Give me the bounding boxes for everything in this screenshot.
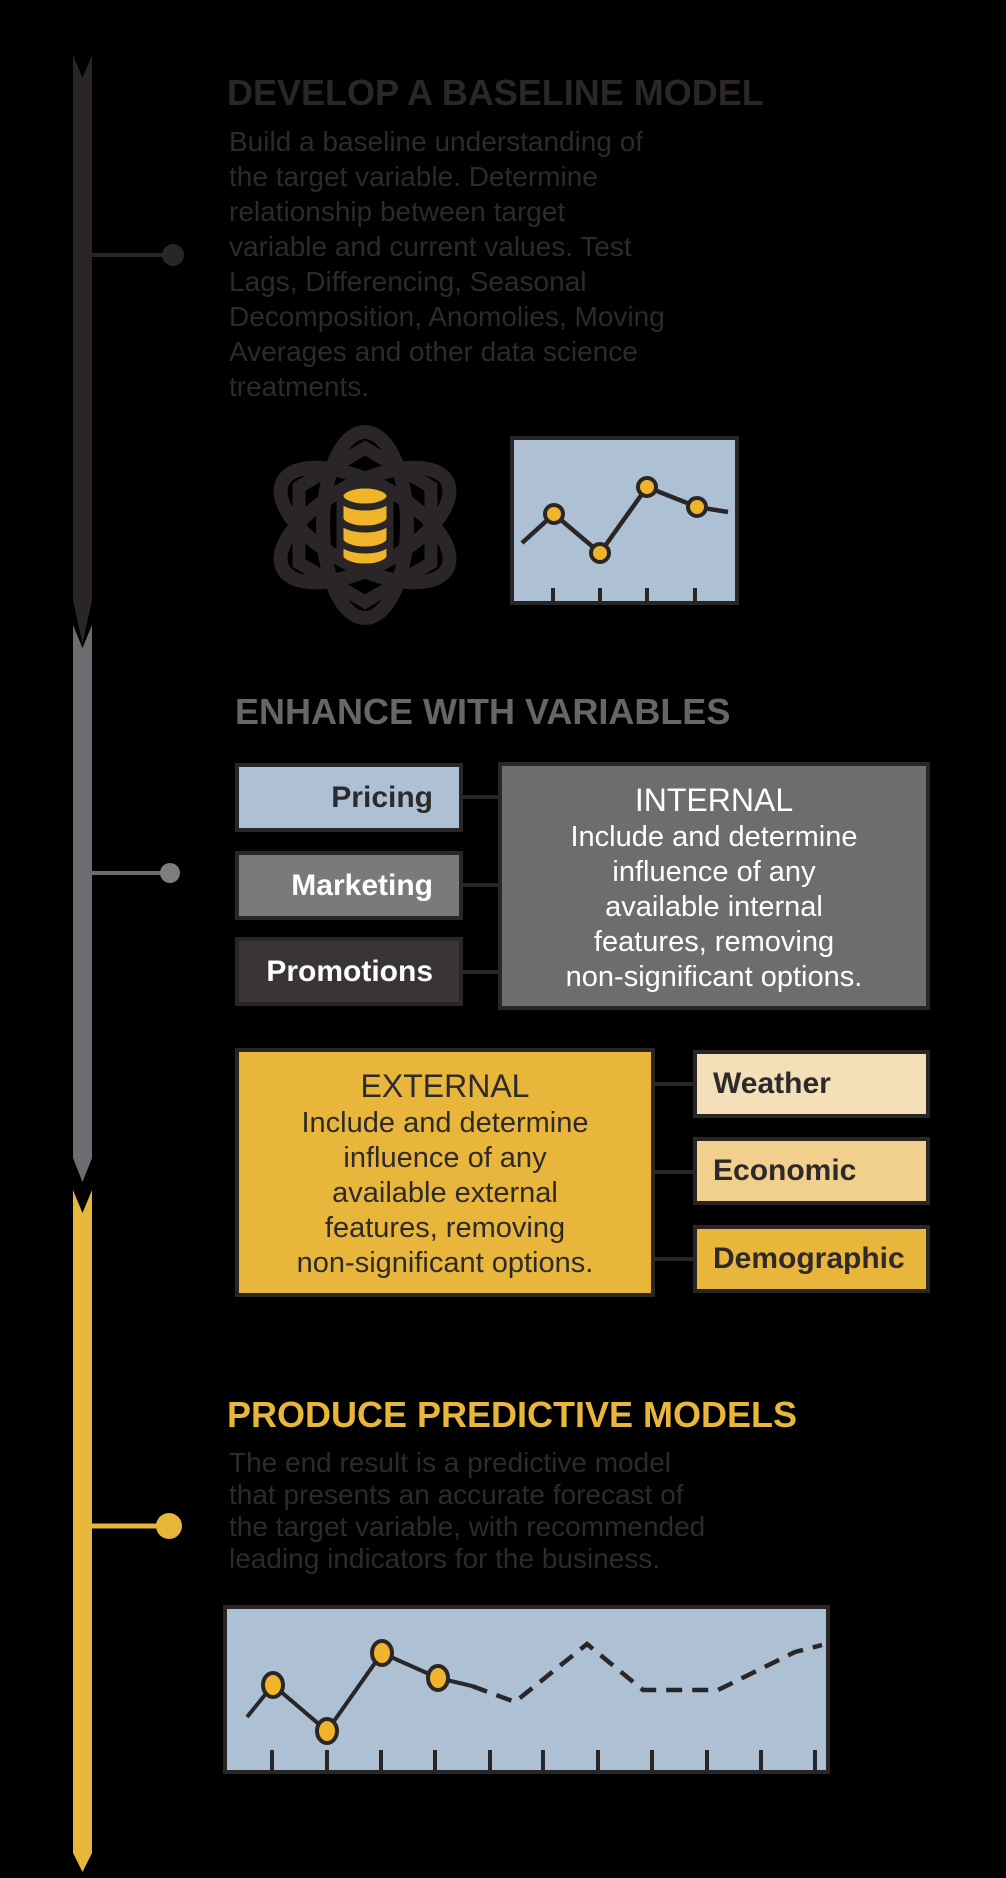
forecast-chart-ticks: [270, 1750, 817, 1770]
section3-title: PRODUCE PREDICTIVE MODELS: [227, 1394, 798, 1435]
promotions-box: Promotions: [235, 937, 463, 1006]
baseline-chart-markers: [543, 476, 708, 564]
external-panel-body: Include and determine influence of any a…: [296, 1107, 594, 1279]
internal-panel-body: Include and determine influence of any a…: [565, 821, 863, 993]
forecast-chart-forecast-line: [471, 1641, 823, 1705]
pricing-box: Pricing: [235, 763, 463, 832]
weather-label: Weather: [713, 1067, 831, 1100]
section1-title: DEVELOP A BASELINE MODEL: [227, 72, 764, 113]
marketing-box: Marketing: [235, 851, 463, 920]
forecast-chart: [223, 1605, 830, 1774]
forecast-chart-markers: [261, 1639, 450, 1745]
milestone-dot-3: [156, 1513, 182, 1539]
promotions-label: Promotions: [266, 954, 433, 988]
demographic-box: Demographic: [693, 1225, 930, 1293]
internal-panel-heading: INTERNAL: [634, 782, 794, 818]
baseline-chart: [510, 436, 739, 605]
timeline-segment-2: [73, 625, 92, 1182]
baseline-chart-ticks: [551, 588, 697, 601]
milestone-dot-2: [160, 863, 180, 883]
milestone-dot-1: [162, 244, 184, 266]
section2-title: ENHANCE WITH VARIABLES: [235, 691, 731, 732]
marketing-label: Marketing: [291, 868, 433, 902]
section1-body: Build a baseline understanding of the ta…: [229, 126, 665, 402]
atom-database-icon: [273, 425, 457, 625]
pricing-label: Pricing: [331, 780, 433, 814]
weather-box: Weather: [693, 1050, 930, 1118]
economic-box: Economic: [693, 1137, 930, 1205]
variable-connectors: [463, 795, 693, 1261]
external-panel-heading: EXTERNAL: [360, 1068, 530, 1104]
timeline-segment-1: [73, 55, 92, 644]
external-panel: EXTERNAL Include and determine influence…: [235, 1048, 655, 1297]
economic-label: Economic: [713, 1154, 857, 1187]
section3-body: The end result is a predictive model tha…: [229, 1447, 706, 1574]
internal-panel: INTERNAL Include and determine influence…: [498, 762, 930, 1010]
demographic-label: Demographic: [713, 1242, 905, 1275]
timeline-segment-3: [73, 1190, 92, 1872]
